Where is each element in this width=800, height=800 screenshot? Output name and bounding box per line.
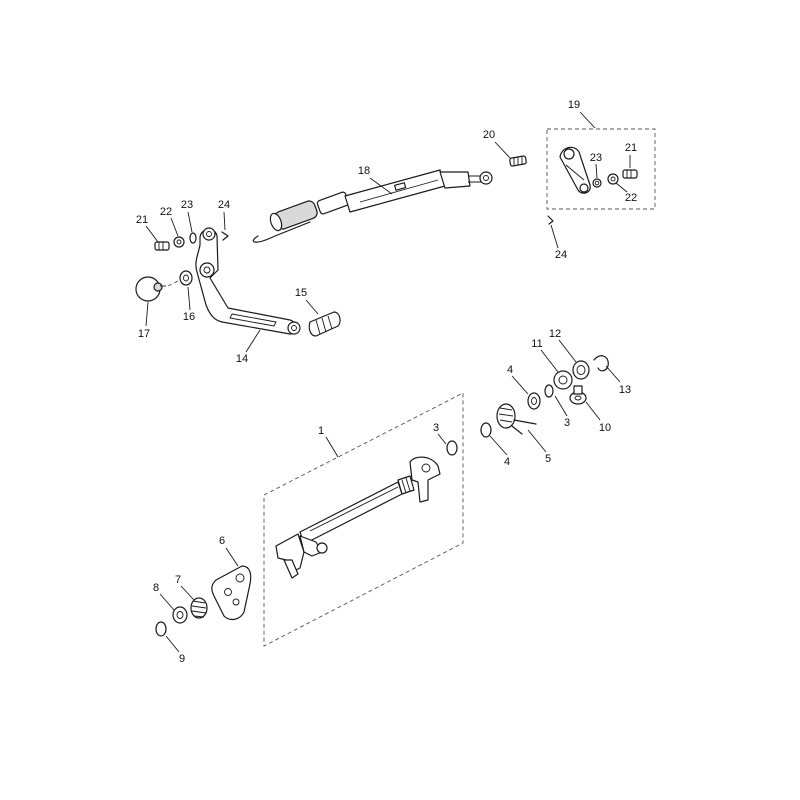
callout-24-right: 24: [555, 249, 567, 261]
callout-4-lower: 4: [504, 456, 510, 468]
washer-12: [572, 360, 590, 380]
clip-24-left: [221, 231, 229, 241]
callout-7: 7: [175, 574, 181, 586]
washer-4-lower: [480, 422, 492, 438]
bush-16: [179, 270, 193, 286]
pivot-cap-17: [135, 276, 181, 302]
callout-17: 17: [138, 328, 150, 340]
callout-16: 16: [183, 311, 195, 323]
bolt-21-left: [154, 241, 170, 251]
callout-21-right: 21: [625, 142, 637, 154]
gear-change-arm-group-box: [546, 128, 656, 210]
gear-change-arm: [559, 146, 591, 194]
screw-20: [509, 155, 527, 167]
callout-23-right: 23: [590, 152, 602, 164]
washer-23-right-hole: [594, 180, 600, 186]
callout-11: 11: [531, 338, 542, 350]
washer-11: [553, 370, 573, 390]
callout-23-left: 23: [181, 199, 193, 211]
callout-13: 13: [619, 384, 631, 396]
callout-22-right: 22: [625, 192, 637, 204]
bolt-21-right: [622, 169, 638, 179]
circlip-13: [593, 355, 609, 372]
callout-24-left: 24: [218, 199, 230, 211]
footrest-rubber: [308, 311, 341, 337]
leader-lines: [145, 111, 631, 653]
callout-4-upper: 4: [507, 364, 513, 376]
gear-linkage-rod: [252, 169, 493, 243]
circlip-3-upper: [446, 440, 458, 456]
callout-14: 14: [236, 353, 248, 365]
circlip-3-lower: [544, 384, 554, 398]
circlip-9: [155, 621, 167, 637]
callout-3-lower: 3: [564, 417, 570, 429]
callout-22-left: 22: [160, 206, 172, 218]
spring-7: [190, 597, 208, 619]
pivot-bolt-10: [569, 385, 587, 405]
nut-22-left-hole: [176, 239, 182, 245]
callout-20: 20: [483, 129, 495, 141]
callout-15: 15: [295, 287, 307, 299]
detent-plate: [211, 565, 252, 621]
washer-23-right: [592, 178, 602, 188]
callout-10: 10: [599, 422, 611, 434]
nut-22-right: [607, 173, 619, 185]
callout-8: 8: [153, 582, 159, 594]
callout-5: 5: [545, 453, 551, 465]
callout-6: 6: [219, 535, 225, 547]
callout-3-upper: 3: [433, 422, 439, 434]
callout-labels: 1 3 3 4 4 5 6 7 8 9 10 11 12 13 14 15 16…: [136, 99, 637, 665]
clip-24-right: [547, 215, 554, 225]
washer-4-upper-hole: [531, 397, 537, 405]
gear-lever: [195, 227, 301, 335]
return-spring-5: [496, 403, 537, 435]
nut-22-left: [173, 236, 185, 248]
callout-19: 19: [568, 99, 580, 111]
callout-18: 18: [358, 165, 370, 177]
nut-22-right-hole: [610, 176, 616, 182]
callout-21-left: 21: [136, 214, 148, 226]
washer-4-upper: [527, 392, 541, 410]
washer-23-left: [189, 232, 197, 244]
callout-12: 12: [549, 328, 561, 340]
washer-8: [172, 606, 188, 624]
callout-1: 1: [318, 425, 324, 437]
selector-shaft-group-box: [263, 392, 464, 647]
selector-shaft: [275, 456, 441, 579]
callout-9: 9: [179, 653, 185, 665]
